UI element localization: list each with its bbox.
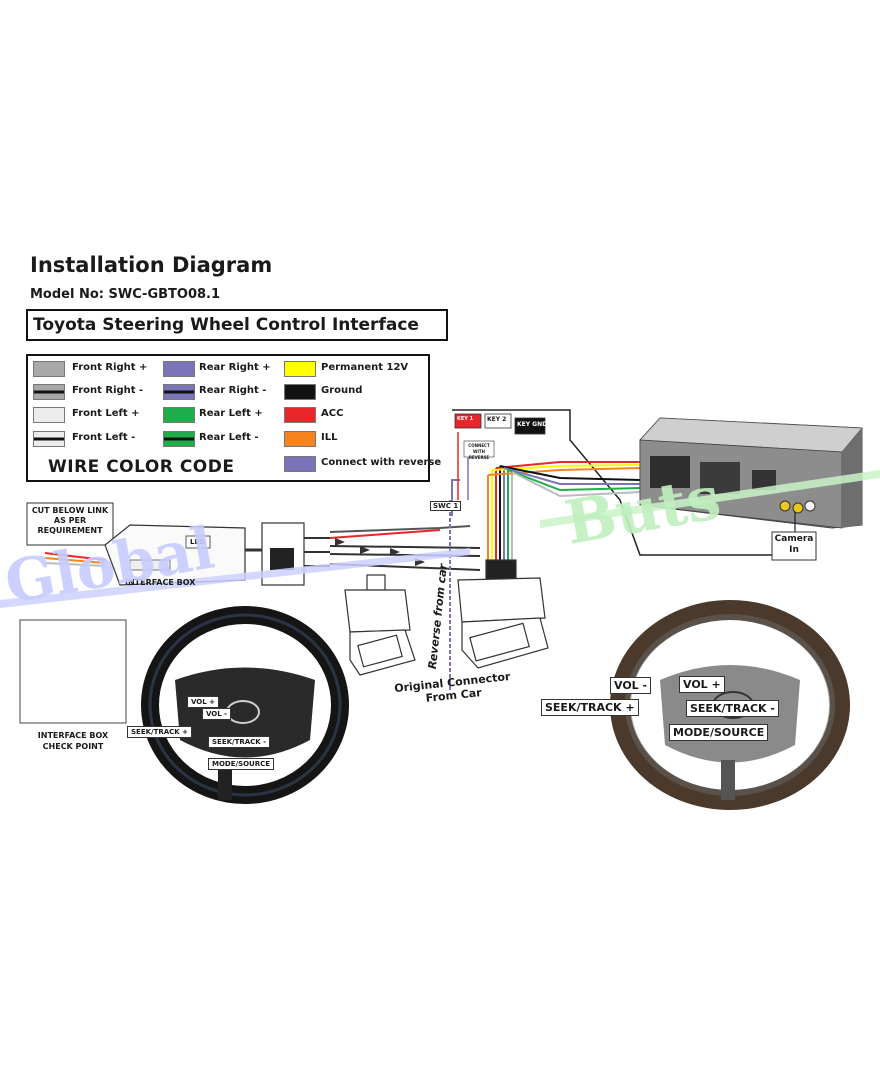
led-label: LED (190, 538, 206, 546)
interface-box-label: INTERFACE BOX (125, 578, 196, 587)
diagram-title: Installation Diagram (30, 253, 273, 277)
camera-frame (771, 531, 817, 561)
check-point-frame (19, 619, 127, 724)
legend-label-acc: ACC (321, 408, 344, 419)
swatch-ground (284, 384, 316, 400)
legend-label-front-left-plus: Front Left + (72, 408, 140, 419)
model-number: Model No: SWC-GBTO08.1 (30, 287, 221, 302)
left-seek-minus-tag: SEEK/TRACK - (208, 736, 271, 748)
swatch-rear-left-plus (163, 407, 195, 423)
key-gnd-tag: KEY GND (517, 421, 548, 428)
subtitle-frame (26, 309, 448, 341)
right-vol-plus-tag: VOL + (679, 676, 725, 693)
legend-label-front-left-minus: Front Left - (72, 432, 136, 443)
legend-label-permanent-12v: Permanent 12V (321, 362, 409, 373)
key-block (452, 409, 775, 556)
swatch-front-right-plus (33, 361, 65, 377)
right-mode-tag: MODE/SOURCE (669, 724, 769, 741)
legend-heading: WIRE COLOR CODE (48, 457, 235, 477)
swatch-front-left-minus (33, 431, 65, 447)
left-steering-wheel (141, 606, 349, 804)
legend-label-ground: Ground (321, 385, 363, 396)
swatch-acc (284, 407, 316, 423)
left-seek-plus-tag: SEEK/TRACK + (127, 726, 193, 738)
head-unit-wire-bundle (487, 461, 641, 560)
watermark-shapes (0, 470, 880, 608)
left-vol-minus-tag: VOL - (202, 708, 232, 720)
legend-label-front-right-minus: Front Right - (72, 385, 144, 396)
check-point-label: INTERFACE BOX CHECK POINT (37, 731, 109, 751)
swatch-front-left-plus (33, 407, 65, 423)
cut-note: CUT BELOW LINK AS PER REQUIREMENT (31, 506, 109, 535)
swatch-rear-right-minus (163, 384, 195, 400)
swatch-front-right-minus (33, 384, 65, 400)
original-connector-left (344, 574, 416, 676)
right-seek-minus-tag: SEEK/TRACK - (686, 700, 779, 717)
legend-label-front-right-plus: Front Right + (72, 362, 148, 373)
legend-label-connect-with-reverse: Connect with reverse (321, 457, 442, 468)
connect-with-reverse-tag: CONNECT WITH REVERSE (468, 443, 490, 460)
right-seek-plus-tag: SEEK/TRACK + (541, 699, 639, 716)
swatch-permanent-12v (284, 361, 316, 377)
left-vol-plus-tag: VOL + (187, 696, 220, 708)
swatch-rear-right-plus (163, 361, 195, 377)
left-mode-tag: MODE/SOURCE (208, 758, 275, 770)
swatch-ill (284, 431, 316, 447)
legend-label-rear-left-minus: Rear Left - (199, 432, 259, 443)
interface-box (104, 524, 246, 586)
wire-color-legend (26, 354, 430, 482)
legend-label-ill: ILL (321, 432, 338, 443)
legend-label-rear-left-plus: Rear Left + (199, 408, 263, 419)
swc-tag: SWC 1 (430, 501, 462, 511)
swatch-connect-with-reverse (284, 456, 316, 472)
key1-tag: KEY 1 (457, 416, 474, 422)
key2-tag: KEY 2 (487, 416, 507, 423)
flow-arrows (335, 538, 425, 566)
right-vol-minus-tag: VOL - (610, 677, 652, 694)
legend-label-rear-right-minus: Rear Right - (199, 385, 267, 396)
camera-in-label: Camera In (774, 534, 814, 555)
legend-label-rear-right-plus: Rear Right + (199, 362, 271, 373)
loose-wire-ends (44, 552, 106, 567)
diagram-subtitle: Toyota Steering Wheel Control Interface (33, 315, 419, 335)
original-connector-right (457, 559, 549, 669)
cut-note-frame (26, 502, 114, 546)
swatch-rear-left-minus (163, 431, 195, 447)
